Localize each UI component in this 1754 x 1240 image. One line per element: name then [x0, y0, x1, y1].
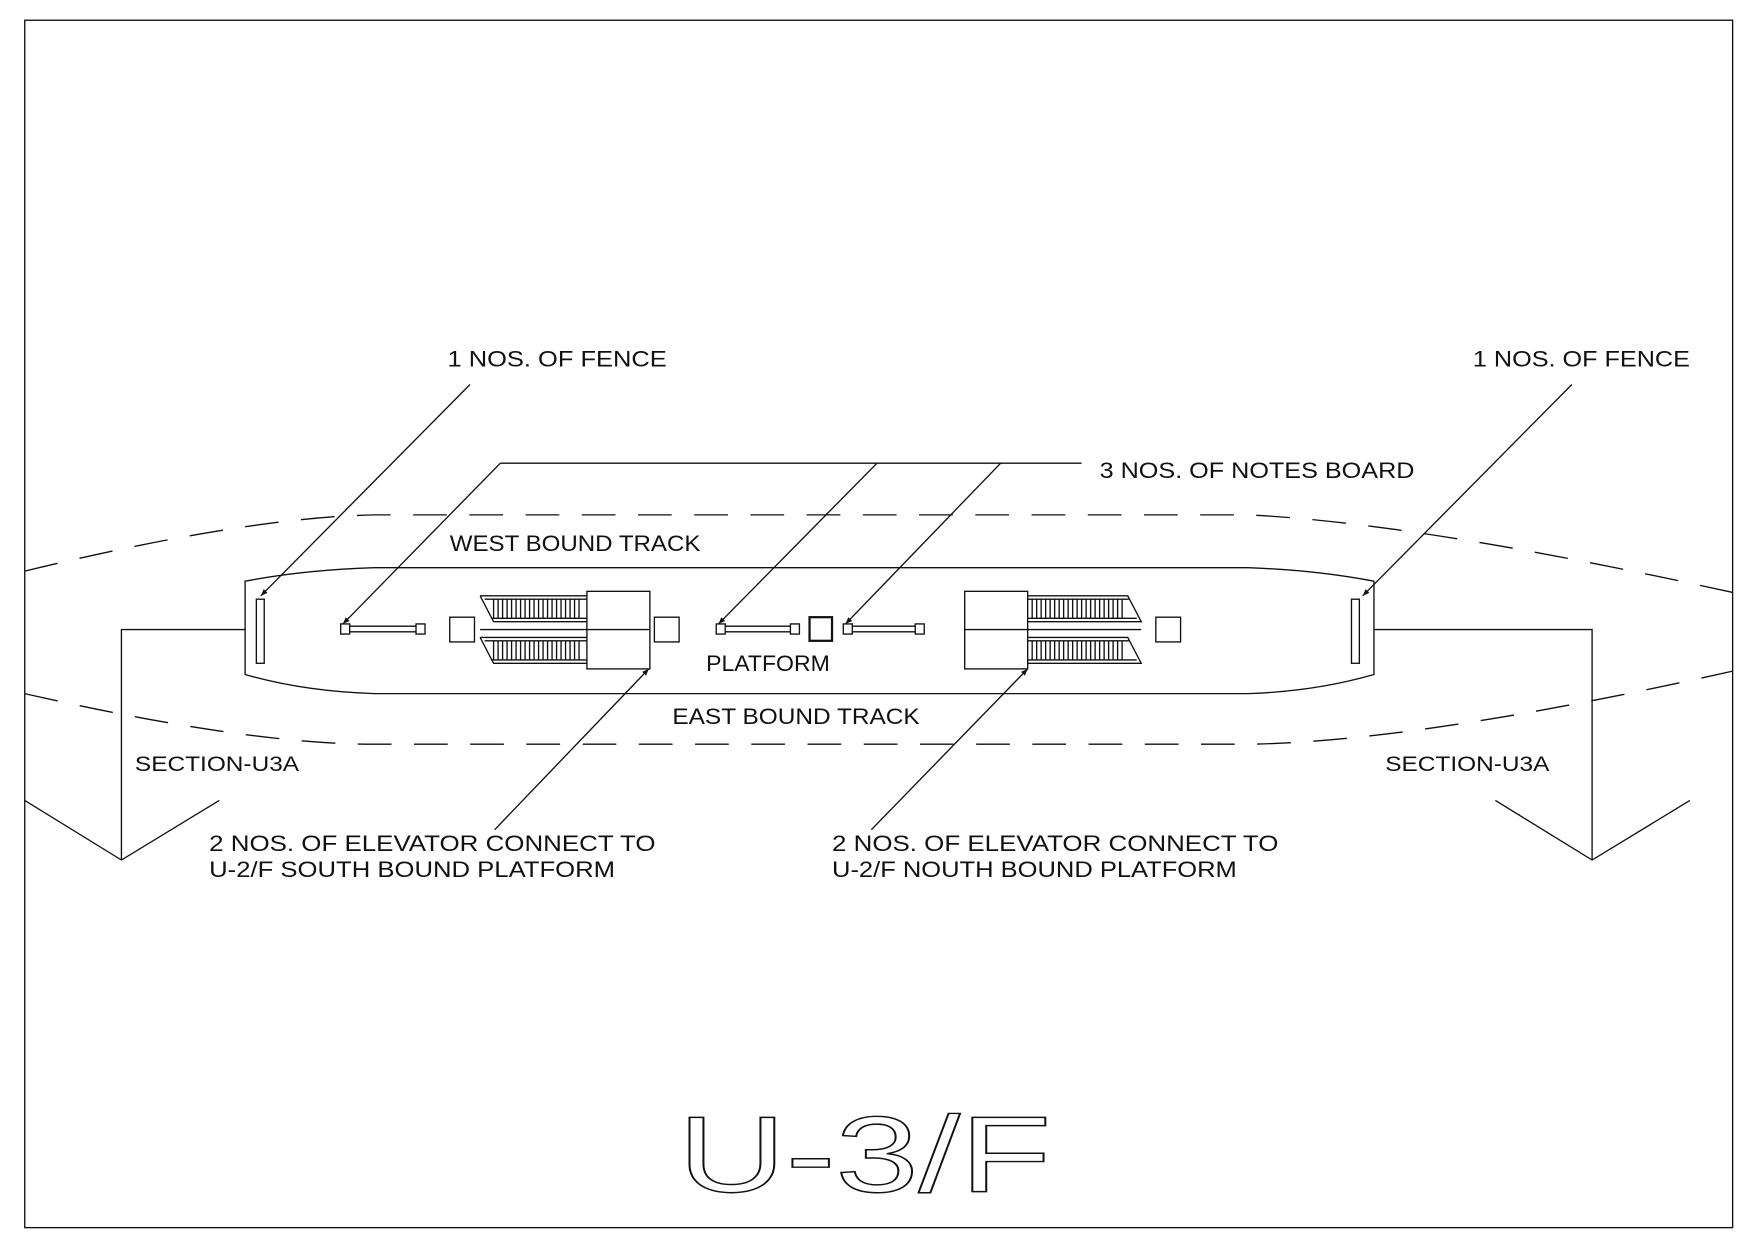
- label-east-track: EAST BOUND TRACK: [672, 704, 919, 729]
- platform-outline: [244, 567, 1375, 695]
- leader-fence-right: [1362, 384, 1573, 597]
- label-elevator-right-2: U-2/F NOUTH BOUND PLATFORM: [832, 857, 1237, 882]
- leader-notes-1: [342, 462, 501, 625]
- west-track-line: [24, 514, 1733, 594]
- drawing-title: U-3/F: [678, 1094, 1051, 1215]
- column: [1155, 616, 1182, 643]
- label-west-track: WEST BOUND TRACK: [450, 531, 701, 556]
- notes-board-1: [340, 623, 426, 635]
- leader-elevator-right: [870, 668, 1029, 831]
- notes-board-3: [842, 623, 925, 635]
- label-notes-board: 3 NOS. OF NOTES BOARD: [1100, 458, 1415, 483]
- elevator-group-left: [479, 590, 651, 670]
- label-elevator-right-1: 2 NOS. OF ELEVATOR CONNECT TO: [832, 831, 1278, 856]
- fence-left: [255, 598, 265, 664]
- label-elevator-left-1: 2 NOS. OF ELEVATOR CONNECT TO: [209, 831, 655, 856]
- section-marker-left: [24, 628, 246, 861]
- column: [449, 616, 476, 643]
- section-marker-right: [1373, 628, 1691, 861]
- label-section-left: SECTION-U3A: [135, 752, 300, 776]
- label-fence-left: 1 NOS. OF FENCE: [447, 346, 666, 371]
- label-fence-right: 1 NOS. OF FENCE: [1473, 346, 1690, 371]
- east-track-line: [24, 670, 1733, 745]
- escalator: [1027, 636, 1143, 664]
- elevator-group-right: [964, 590, 1143, 670]
- drawing-border: [24, 19, 1734, 1229]
- column: [808, 616, 834, 642]
- leader-elevator-left: [494, 668, 650, 831]
- label-section-right: SECTION-U3A: [1385, 752, 1550, 776]
- label-platform: PLATFORM: [706, 651, 830, 676]
- label-elevator-left-2: U-2/F SOUTH BOUND PLATFORM: [209, 857, 615, 882]
- escalator: [1027, 595, 1143, 623]
- escalator: [479, 636, 587, 664]
- fence-right: [1350, 598, 1361, 664]
- leader-fence-left: [260, 384, 471, 597]
- leader-notes-2: [717, 462, 878, 625]
- leader-notes-3: [845, 462, 1002, 625]
- notes-board-2: [715, 623, 801, 635]
- column: [653, 616, 680, 643]
- escalator: [479, 595, 587, 623]
